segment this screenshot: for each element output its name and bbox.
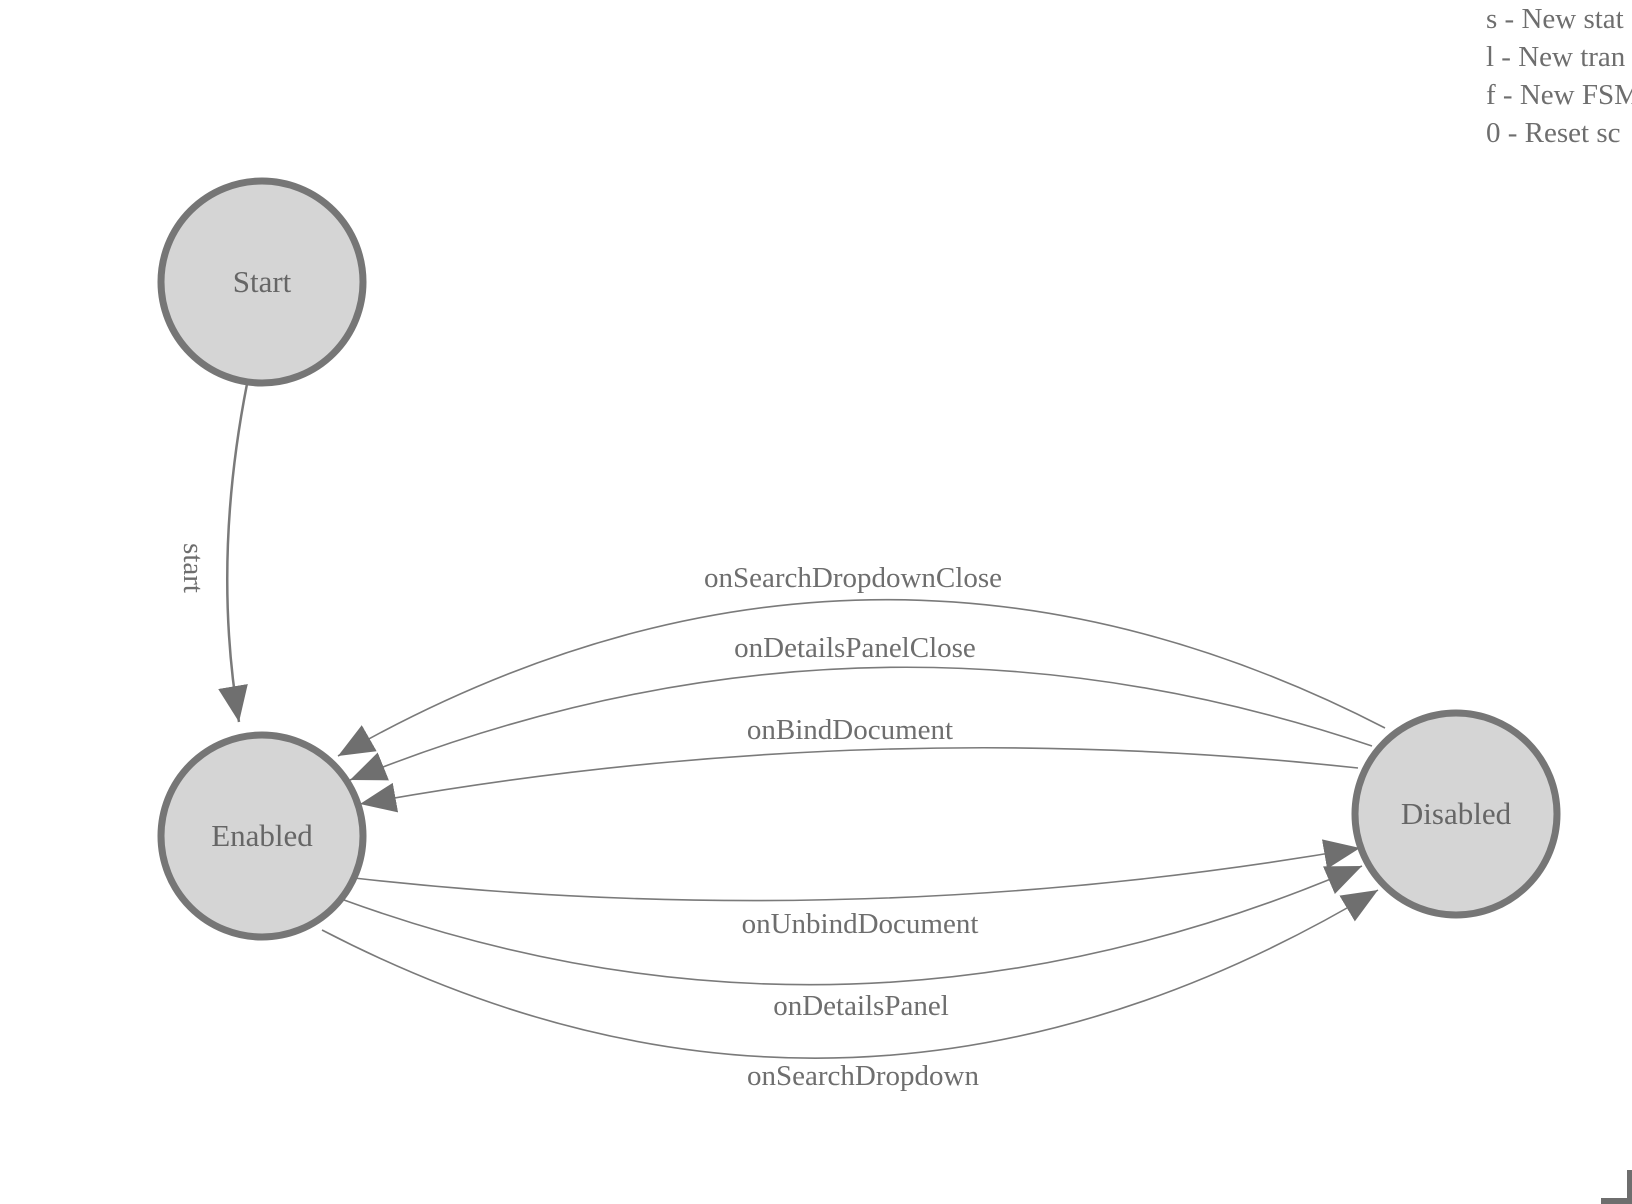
state-label-start: Start [233,264,292,299]
legend-line-reset: 0 - Reset sc [1486,117,1621,149]
shortcut-legend: s - New stat l - New tran f - New FSM 0 … [1486,0,1632,152]
state-label-disabled: Disabled [1401,796,1512,831]
state-circle-start[interactable] [157,177,367,387]
state-node-enabled[interactable]: Enabled [157,731,367,941]
legend-line-new-transition: l - New tran [1486,41,1626,73]
state-circle-disabled[interactable] [1351,709,1561,919]
edge-onBindDocument[interactable] [359,746,1359,813]
edge-label-onUnbindDocument: onUnbindDocument [742,908,979,940]
edge-onDetailsPanelClose[interactable] [349,666,1373,781]
edge-onUnbindDocument[interactable] [353,839,1361,902]
edge-label-onDetailsPanel: onDetailsPanel [773,990,949,1022]
edge-onSearchDropdown[interactable] [321,889,1379,1059]
state-circle-enabled[interactable] [157,731,367,941]
edge-label-onBindDocument: onBindDocument [747,714,953,746]
legend-line-new-fsm: f - New FSM [1486,79,1632,111]
edge-start[interactable] [218,383,249,723]
edge-onDetailsPanel[interactable] [343,865,1363,986]
state-label-enabled: Enabled [211,818,313,853]
edge-onSearchDropdownClose[interactable] [337,598,1386,757]
edge-label-onSearchDropdownClose: onSearchDropdownClose [704,562,1002,594]
edge-label-onDetailsPanelClose: onDetailsPanelClose [734,632,976,664]
state-node-start[interactable]: Start [157,177,367,387]
edge-label-onSearchDropdown: onSearchDropdown [747,1060,979,1092]
state-node-disabled[interactable]: Disabled [1351,709,1561,919]
edge-label-start: start [177,543,209,593]
legend-line-new-state: s - New stat [1486,3,1624,35]
canvas-border-corner [1601,1170,1632,1204]
